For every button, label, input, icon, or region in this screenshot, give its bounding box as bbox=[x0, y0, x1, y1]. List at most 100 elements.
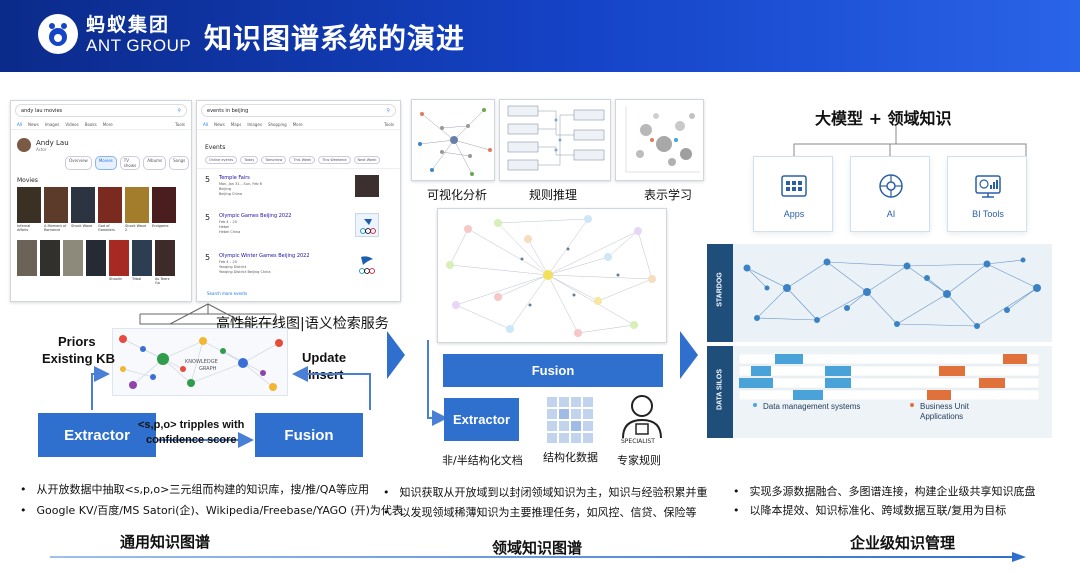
movie-poster[interactable] bbox=[17, 187, 41, 223]
movie-title bbox=[63, 277, 83, 285]
chip-tv-shows[interactable]: TV shows bbox=[119, 156, 141, 170]
movie-poster[interactable] bbox=[63, 240, 83, 276]
extractor-box-domain: Extractor bbox=[444, 398, 519, 441]
stardog-side-label-bg bbox=[707, 244, 733, 342]
extractor-box: Extractor bbox=[38, 413, 156, 457]
event-thumbnail bbox=[355, 175, 379, 197]
avatar bbox=[17, 138, 31, 152]
bi-tools-card: BI Tools bbox=[947, 156, 1027, 232]
tab-images[interactable]: Images bbox=[247, 122, 262, 127]
tab-news[interactable]: News bbox=[213, 122, 225, 127]
chip-this-week[interactable]: This Week bbox=[289, 156, 316, 164]
extractor-arrow bbox=[427, 340, 448, 426]
entity-subtitle: Actor bbox=[36, 146, 47, 152]
movie-title: Shaolin bbox=[109, 277, 122, 281]
apps-card-label: Apps bbox=[783, 209, 805, 219]
event-location: Yanqing District Beijing China bbox=[219, 270, 271, 274]
movie-poster[interactable] bbox=[44, 187, 68, 223]
tab-maps[interactable]: Maps bbox=[230, 122, 242, 127]
logo-text-en: ANT GROUP bbox=[86, 36, 192, 55]
data-silos-side-label-bg bbox=[707, 346, 733, 438]
search-query: andy lau movies bbox=[21, 108, 63, 114]
tab-videos[interactable]: Videos bbox=[65, 122, 79, 127]
search-icon: ⚲ bbox=[386, 108, 390, 114]
chip-overview[interactable]: Overview bbox=[65, 156, 92, 170]
tab-tools[interactable]: Tools bbox=[175, 122, 185, 127]
event-item[interactable]: 5 Olympic Winter Games Beijing 2022 Feb … bbox=[205, 253, 395, 285]
legend-applications-label: Applications bbox=[920, 412, 964, 421]
thumb-representation-learning bbox=[615, 99, 704, 181]
event-item[interactable]: 5 Temple Fairs Mon, Jan 31 – Sun, Feb 6 … bbox=[205, 175, 395, 207]
movie-poster[interactable] bbox=[40, 240, 60, 276]
tab-images[interactable]: Images bbox=[44, 122, 60, 127]
apps-card: Apps bbox=[753, 156, 833, 232]
domain-knowledge-graph bbox=[437, 208, 667, 343]
apps-grid-icon bbox=[781, 173, 807, 199]
movie-title: Shock Wave 2 bbox=[125, 224, 147, 232]
right-bullet-2: 以降本提效、知识标准化、跨域数据互联/复用为目标 bbox=[733, 502, 1007, 518]
specialist-label: SPECIALIST bbox=[621, 438, 655, 445]
search-screenshot-movies: andy lau movies ⚲ All News Images Videos… bbox=[10, 100, 192, 302]
movie-poster[interactable] bbox=[109, 240, 129, 276]
tab-tools[interactable]: Tools bbox=[384, 122, 394, 127]
event-title: Temple Fairs bbox=[219, 175, 250, 181]
data-silos-label: DATA SILOS bbox=[716, 368, 724, 411]
movie-poster[interactable] bbox=[125, 187, 149, 223]
movie-title bbox=[17, 277, 37, 285]
tab-more[interactable]: More bbox=[102, 122, 113, 127]
ant-logo-icon bbox=[38, 14, 78, 54]
event-title: Olympic Games Beijing 2022 bbox=[219, 213, 292, 219]
tab-shopping[interactable]: Shopping bbox=[267, 122, 287, 127]
thumb-visual-analysis bbox=[411, 99, 495, 181]
event-date: Feb 4 – 20 bbox=[219, 220, 237, 224]
middle-bullet-1: 知识获取从开放域到以封闭领域知识为主，知识与经验积累并重 bbox=[383, 484, 708, 500]
event-venue: Beijing bbox=[219, 187, 231, 191]
movie-poster[interactable] bbox=[17, 240, 37, 276]
movie-poster[interactable] bbox=[132, 240, 152, 276]
movie-poster[interactable] bbox=[86, 240, 106, 276]
left-bullet-1: 从开放数据中抽取<s,p,o>三元组而构建的知识库，搜/推/QA等应用 bbox=[20, 481, 369, 497]
data-silos-table bbox=[739, 354, 1039, 400]
fusion-box-domain: Fusion bbox=[443, 354, 663, 387]
tripples-label-line2: confidence score bbox=[146, 434, 237, 446]
olympic-logo-icon bbox=[355, 253, 379, 277]
movie-poster[interactable] bbox=[71, 187, 95, 223]
movie-title: Infernal Affairs bbox=[17, 224, 31, 232]
legend-dot-data-management bbox=[753, 403, 757, 407]
bi-tools-card-label: BI Tools bbox=[972, 209, 1004, 219]
chip-this-weekend[interactable]: This Weekend bbox=[318, 156, 351, 164]
evolution-timeline-arrow bbox=[50, 552, 1026, 562]
tab-all[interactable]: All bbox=[17, 122, 22, 127]
events-section-title: Events bbox=[205, 144, 226, 151]
chip-movies[interactable]: Movies bbox=[94, 156, 117, 170]
search-tabs: All News Maps Images Shopping More Tools bbox=[197, 120, 400, 130]
knowledge-graph-network bbox=[119, 335, 283, 391]
tab-more[interactable]: More bbox=[292, 122, 303, 127]
right-bullet-1: 实现多源数据融合、多图谱连接，构建企业级共享知识底盘 bbox=[733, 483, 1036, 499]
chip-tomorrow[interactable]: Tomorrow bbox=[261, 156, 287, 164]
priors-label: Priors bbox=[58, 334, 96, 349]
tab-news[interactable]: News bbox=[27, 122, 39, 127]
representation-learning-label: 表示学习 bbox=[644, 188, 693, 202]
movie-title: Endgame bbox=[152, 224, 169, 228]
chip-next-week[interactable]: Next Week bbox=[353, 156, 381, 164]
movie-titles-row1: Infernal Affairs A Moment of Romance Sho… bbox=[11, 223, 191, 232]
movie-poster[interactable] bbox=[98, 187, 122, 223]
chevron-right-icon bbox=[680, 331, 698, 379]
chip-online-events[interactable]: Online events bbox=[205, 156, 238, 164]
tab-books[interactable]: Books bbox=[84, 122, 97, 127]
movie-posters-row2 bbox=[11, 232, 191, 276]
ai-brain-icon bbox=[878, 173, 904, 199]
movie-poster[interactable] bbox=[152, 187, 176, 223]
movies-section-title: Movies bbox=[17, 177, 38, 184]
legend-dot-business-unit bbox=[910, 403, 914, 407]
olympic-logo-icon bbox=[355, 213, 379, 237]
search-more-events-link[interactable]: Search more events bbox=[207, 291, 248, 296]
chip-today[interactable]: Today bbox=[240, 156, 259, 164]
tab-all[interactable]: All bbox=[203, 122, 208, 127]
movie-poster[interactable] bbox=[155, 240, 175, 276]
event-item[interactable]: 5 Olympic Games Beijing 2022 Feb 4 – 20 … bbox=[205, 213, 395, 245]
chip-albums[interactable]: Albums bbox=[143, 156, 167, 170]
rule-reasoning-label: 规则推理 bbox=[529, 188, 578, 202]
chip-songs[interactable]: Songs bbox=[169, 156, 190, 170]
